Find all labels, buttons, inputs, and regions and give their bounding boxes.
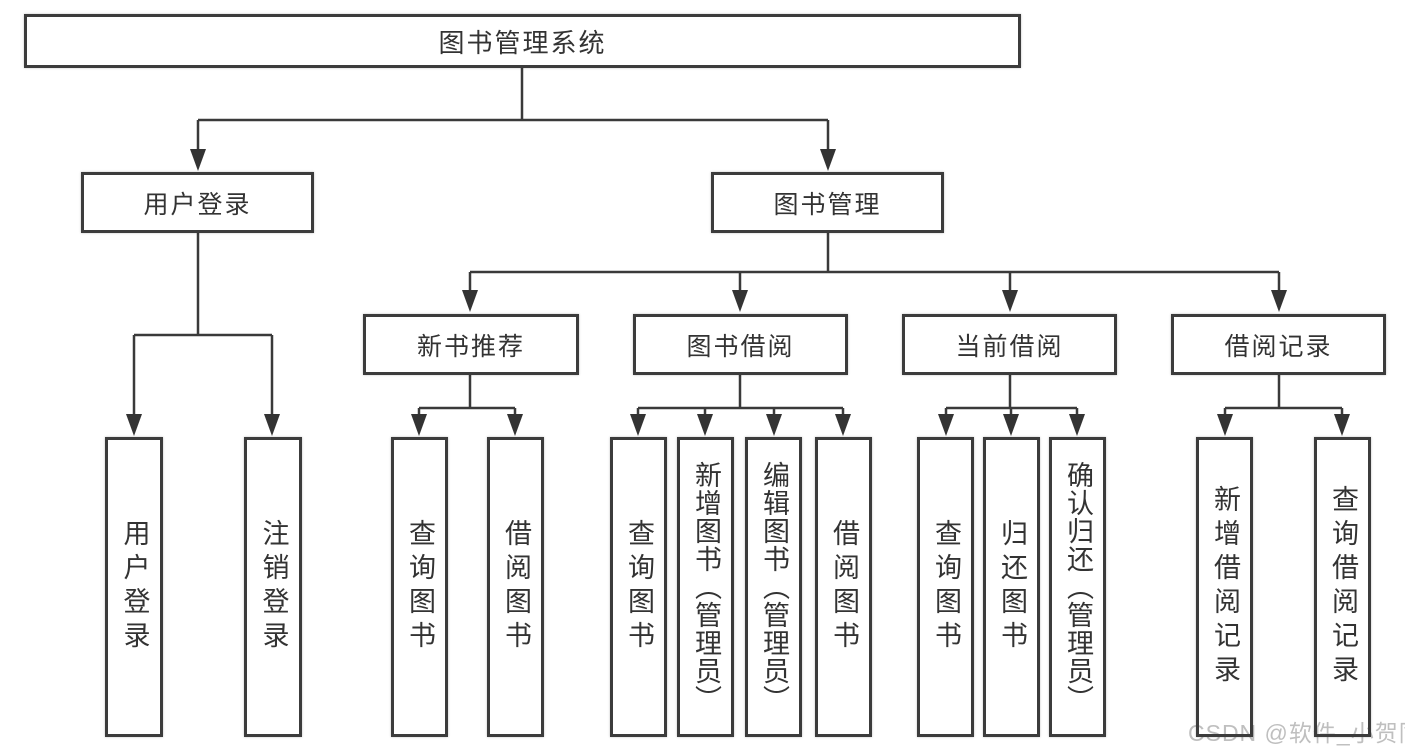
- leaf-query-books-borrowing: 查询图书: [610, 437, 667, 737]
- leaf-query-books-current: 查询图书: [917, 437, 974, 737]
- leaf-logout: 注销登录: [244, 437, 302, 737]
- node-new-book-recommend: 新书推荐: [363, 314, 579, 375]
- leaf-confirm-return-admin: 确认归还（管理员）: [1049, 437, 1106, 737]
- node-user-login: 用户登录: [81, 172, 314, 233]
- leaf-add-books-admin: 新增图书（管理员）: [677, 437, 734, 737]
- leaf-return-books: 归还图书: [983, 437, 1040, 737]
- leaf-user-login: 用户登录: [105, 437, 163, 737]
- connector-user-login-branch: [132, 233, 274, 418]
- leaf-borrow-books-recommend: 借阅图书: [487, 437, 544, 737]
- leaf-query-borrow-record: 查询借阅记录: [1314, 437, 1371, 737]
- leaf-borrow-books-borrowing: 借阅图书: [815, 437, 872, 737]
- leaf-query-books-recommend: 查询图书: [391, 437, 448, 737]
- connector-new-book-branch: [417, 375, 517, 418]
- node-current-borrowing: 当前借阅: [902, 314, 1117, 375]
- node-book-management: 图书管理: [711, 172, 944, 233]
- leaf-add-borrow-record: 新增借阅记录: [1196, 437, 1253, 737]
- connector-current-borrow-branch: [944, 375, 1079, 418]
- leaf-edit-books-admin: 编辑图书（管理员）: [745, 437, 802, 737]
- connector-borrow-record-branch: [1223, 375, 1344, 418]
- node-borrowing-records: 借阅记录: [1171, 314, 1386, 375]
- arrowheads: [126, 149, 1350, 436]
- connector-book-borrow-branch: [636, 375, 845, 418]
- node-library-system: 图书管理系统: [24, 14, 1021, 68]
- connector-book-mgmt-branch: [468, 233, 1281, 294]
- connector-root-to-level2: [196, 68, 830, 152]
- node-book-borrowing: 图书借阅: [633, 314, 848, 375]
